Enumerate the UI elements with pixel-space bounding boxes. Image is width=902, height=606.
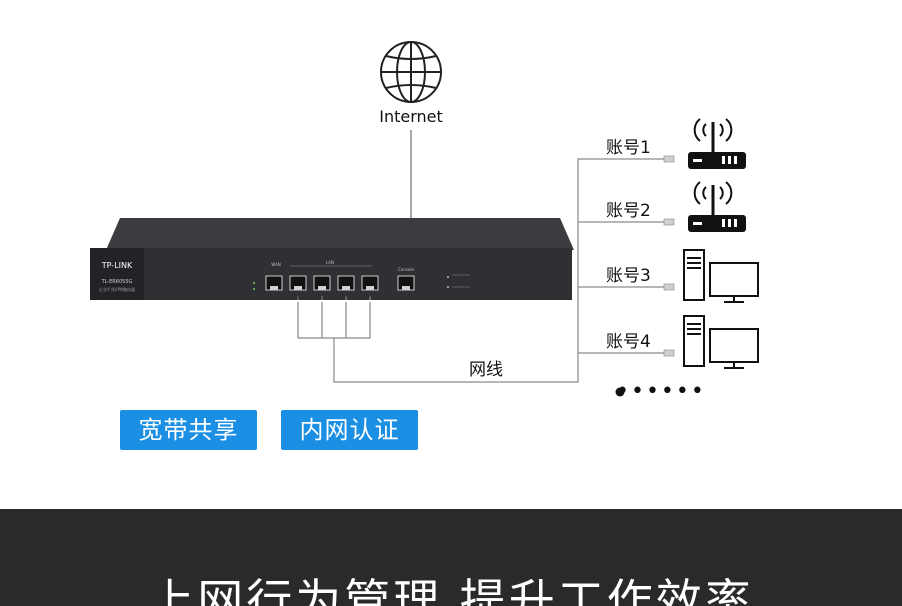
router-subtitle: 企业千兆VPN路由器 bbox=[99, 286, 135, 292]
port-notch bbox=[342, 286, 350, 290]
account-label-3: 账号3 bbox=[606, 266, 651, 286]
lan-cables bbox=[297, 158, 668, 383]
account-label-2: 账号2 bbox=[606, 201, 651, 221]
cable-label: 网线 bbox=[469, 360, 503, 380]
account-label-1: 账号1 bbox=[606, 138, 651, 158]
intranet-auth-tag: 内网认证 bbox=[281, 410, 418, 450]
broadband-share-tag: 宽带共享 bbox=[120, 410, 257, 450]
headline: 上网行为管理 提升工作效率 bbox=[148, 574, 754, 606]
wireless-ap-icon bbox=[688, 118, 746, 169]
wireless-ap-icon bbox=[688, 181, 746, 232]
router-wan-label: WAN bbox=[271, 262, 280, 267]
port-notch bbox=[402, 286, 410, 290]
router-console-label: Console bbox=[398, 267, 414, 272]
router-port-label-1: 1 bbox=[297, 296, 300, 301]
connector-plugs bbox=[663, 155, 675, 357]
more-devices-ellipsis bbox=[615, 387, 625, 397]
router: TP-LINK TL-ER6055G 企业千兆VPN路由器 WAN LAN Co… bbox=[90, 218, 574, 300]
router-port-label-2: 2 bbox=[321, 296, 324, 301]
port-notch bbox=[294, 286, 302, 290]
port-notch bbox=[366, 286, 374, 290]
router-model: TL-ER6055G bbox=[101, 279, 133, 285]
globe-icon bbox=[380, 41, 442, 103]
desktop-pc-icon bbox=[683, 315, 759, 369]
router-brand: TP-LINK bbox=[101, 261, 133, 270]
desktop-pc-icon bbox=[683, 249, 759, 303]
port-notch bbox=[270, 286, 278, 290]
port-notch bbox=[318, 286, 326, 290]
router-port-label-4: 4 bbox=[369, 296, 372, 301]
ellipsis: •••••• bbox=[616, 379, 706, 404]
account-label-4: 账号4 bbox=[606, 332, 651, 352]
router-port-label-3: 3 bbox=[345, 296, 348, 301]
headline-band: 上网行为管理 提升工作效率 bbox=[0, 509, 902, 606]
router-lan-label: LAN bbox=[326, 260, 334, 265]
router-ports bbox=[265, 275, 415, 291]
internet-label: Internet bbox=[379, 107, 443, 126]
